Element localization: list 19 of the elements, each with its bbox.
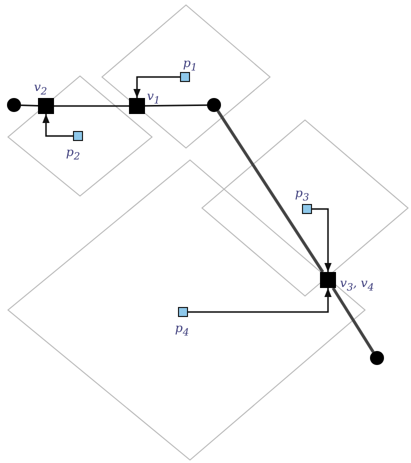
- endpoint-dot: [207, 98, 221, 112]
- endpoint-dot: [370, 351, 384, 365]
- vertex-label: v$_{3}$, v$_{4}$: [340, 277, 374, 294]
- connector-line: [54, 105, 129, 107]
- vertex-label: v$_{1}$: [147, 90, 160, 108]
- connector-line: [332, 287, 375, 353]
- point-label: p$_{4}$: [175, 322, 190, 340]
- point-label: p$_{3}$: [295, 187, 310, 204]
- connector-line: [20, 104, 38, 106]
- arrow: [42, 114, 73, 137]
- point-label: p$_{1}$: [183, 57, 198, 74]
- connector-line: [144, 104, 208, 107]
- arrow: [312, 208, 332, 272]
- vertex-label: v$_{2}$: [34, 81, 48, 98]
- arrow: [188, 288, 332, 313]
- arrow: [133, 76, 180, 98]
- connector-line: [216, 110, 324, 273]
- point-label: p$_{2}$: [66, 146, 80, 164]
- endpoint-dot: [7, 98, 21, 112]
